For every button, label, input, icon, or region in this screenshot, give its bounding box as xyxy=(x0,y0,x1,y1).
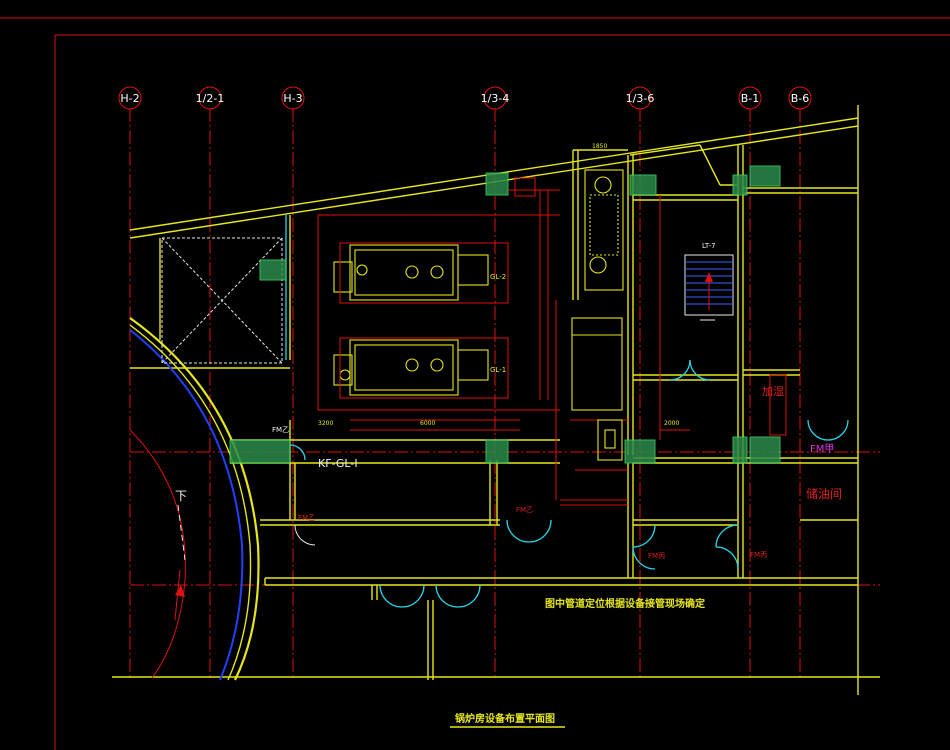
axis-bubbles: H-2 1/2-1 H-3 1/3-4 1/3-6 B-1 B-6 xyxy=(118,86,812,110)
axis-label-h2: H-2 xyxy=(120,92,139,105)
column xyxy=(749,165,781,187)
axis-label-1-3-6: 1/3-6 xyxy=(626,92,655,105)
axis-bubble xyxy=(788,86,812,110)
column xyxy=(732,174,748,196)
axis-label-b6: B-6 xyxy=(791,92,810,105)
lt-tag: LT-7 xyxy=(702,242,716,250)
hatched-shaft xyxy=(161,237,283,364)
door-tag-5: FM丙 xyxy=(750,551,767,559)
dim-2000: 2000 xyxy=(664,420,679,427)
doors xyxy=(289,359,849,608)
axis-label-1-3-4: 1/3-4 xyxy=(481,92,510,105)
column xyxy=(749,436,781,464)
pump-unit xyxy=(597,419,623,461)
piping xyxy=(317,177,787,506)
axis-label-1-2-1: 1/2-1 xyxy=(196,92,225,105)
column xyxy=(732,436,748,464)
water-tank-top xyxy=(584,169,624,291)
boiler-gl1-tag: GL-1 xyxy=(490,366,506,374)
boiler-gl2-tag: GL-2 xyxy=(490,273,506,281)
door-tag-fm-right: FM甲 xyxy=(810,444,834,455)
stair-down-label: 下 xyxy=(175,489,187,503)
boiler-gl2 xyxy=(333,242,509,304)
water-tank-middle xyxy=(571,317,623,411)
dim-1850: 1850 xyxy=(592,143,607,150)
drawing-note: 图中管道定位根据设备接管现场确定 xyxy=(545,597,705,610)
structural-columns xyxy=(229,165,781,464)
oil-room-label: 储油间 xyxy=(806,486,842,501)
column xyxy=(259,259,287,281)
column xyxy=(629,174,657,196)
building-walls xyxy=(112,144,880,680)
door-tag-4: FM丙 xyxy=(648,552,665,560)
axis-bubble xyxy=(628,86,652,110)
column xyxy=(485,439,509,464)
axis-label-h3: H-3 xyxy=(283,92,302,105)
dim-3200: 3200 xyxy=(318,420,333,427)
column xyxy=(485,172,509,196)
door-tag-1: FM乙 xyxy=(272,426,289,434)
column xyxy=(624,439,656,464)
axis-bubble xyxy=(198,86,222,110)
axis-bubble xyxy=(738,86,762,110)
dim-6000: 6000 xyxy=(420,420,435,427)
fire-room-label: 加湿 xyxy=(762,385,784,398)
door-tag-2: FM乙 xyxy=(298,514,315,522)
axis-label-b1: B-1 xyxy=(741,92,760,105)
curved-walls xyxy=(129,317,260,681)
drawing-title: 锅炉房设备布置平面图 xyxy=(455,712,555,725)
axis-bubble xyxy=(281,86,305,110)
axis-bubble xyxy=(483,86,507,110)
drawing-frame xyxy=(0,17,950,750)
kf-unit-label: KF-GL-I xyxy=(318,457,358,470)
axis-bubble xyxy=(118,86,142,110)
column xyxy=(229,439,291,464)
stair-right xyxy=(684,254,734,321)
door-tag-3: FM乙 xyxy=(516,506,533,514)
boiler-gl1 xyxy=(333,337,509,399)
